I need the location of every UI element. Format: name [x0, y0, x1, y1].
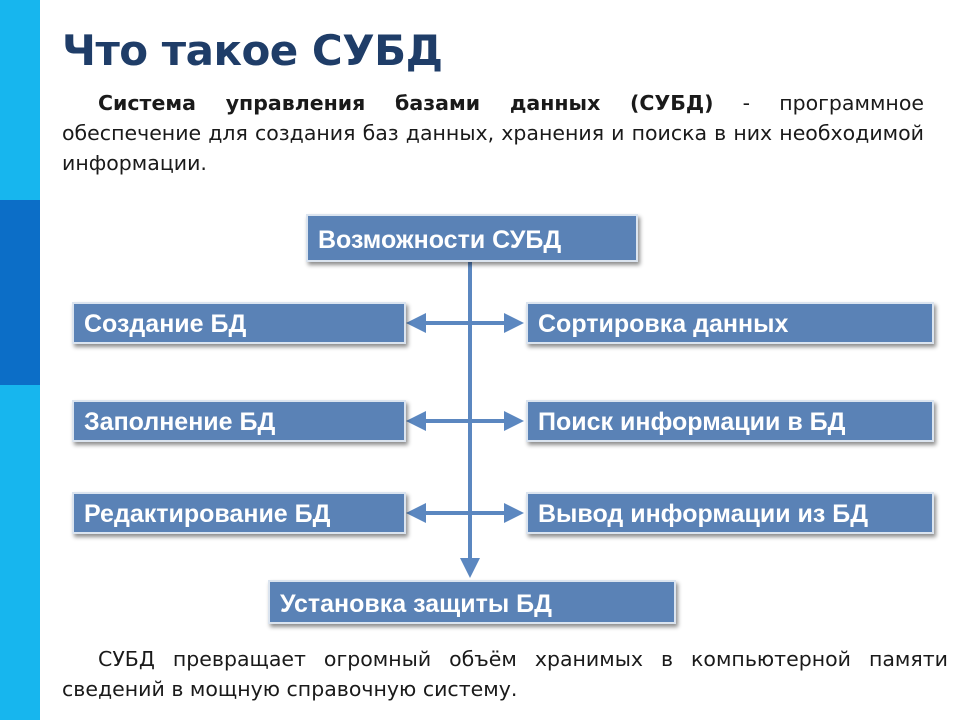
- definition-term: Система управления базами данных (СУБД): [98, 91, 714, 115]
- definition-text: - программное обеспечение для создания б…: [62, 91, 924, 175]
- left-box-create: Создание БД: [72, 302, 406, 344]
- right-box-search: Поиск информации в БД: [526, 400, 934, 442]
- right-box-sort: Сортировка данных: [526, 302, 934, 344]
- left-box-fill: Заполнение БД: [72, 400, 406, 442]
- conclusion-paragraph: СУБД превращает огромный объём хранимых …: [62, 647, 948, 701]
- right-box-output: Вывод информации из БД: [526, 492, 934, 534]
- diagram-root-box: Возможности СУБД: [306, 214, 638, 262]
- definition-paragraph: Система управления базами данных (СУБД) …: [62, 88, 924, 178]
- sidebar-accent: [0, 200, 40, 385]
- left-box-edit: Редактирование БД: [72, 492, 406, 534]
- bottom-box-security: Установка защиты БД: [268, 580, 676, 624]
- slide-title: Что такое СУБД: [62, 26, 443, 75]
